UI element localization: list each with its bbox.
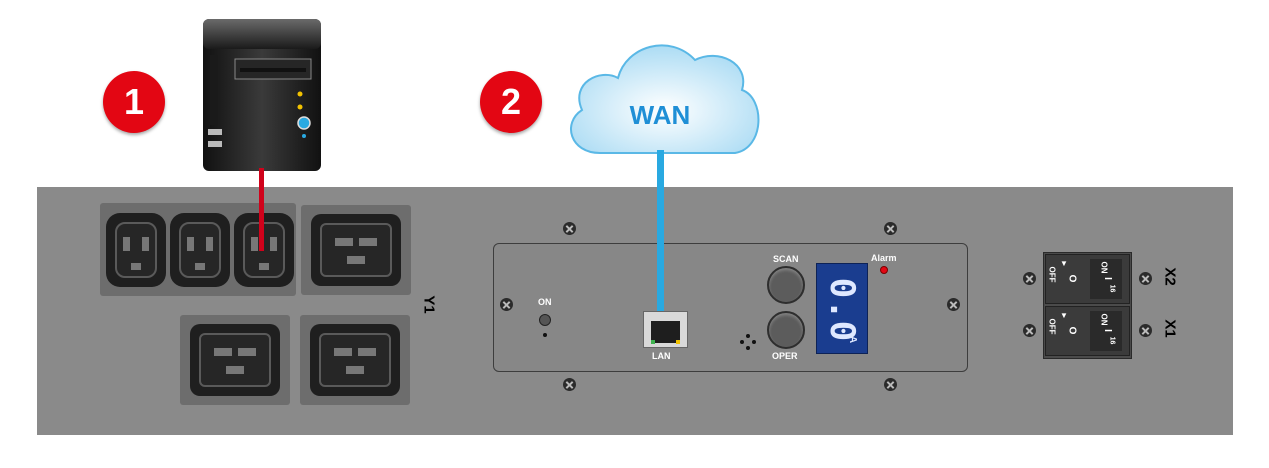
breaker-x2-on-label: ON (1099, 261, 1109, 274)
triangle-icon: ▼ (1060, 259, 1068, 268)
on-label: ON (538, 297, 552, 307)
screw-icon (1023, 272, 1036, 285)
screw-icon (1023, 324, 1036, 337)
step-marker-2: 2 (480, 71, 542, 133)
breaker-x2-off-label: OFF (1047, 266, 1057, 283)
scan-label: SCAN (773, 254, 799, 264)
c19-outlet (190, 324, 280, 396)
c13-outlet (234, 213, 294, 287)
screw-icon (947, 298, 960, 311)
c19-outlet (310, 324, 400, 396)
current-display: 0.0 A (816, 263, 868, 354)
screw-icon (500, 298, 513, 311)
server-icon (203, 19, 321, 171)
scan-button[interactable] (767, 266, 805, 304)
display-unit: A (847, 335, 859, 344)
breaker-x1-on-label: ON (1099, 313, 1109, 326)
breaker-x2-rating: 16 (1108, 284, 1116, 293)
breaker-x1[interactable]: OFF ▼ O ON I 16 (1045, 306, 1130, 356)
breaker-x1-on-symbol: I (1101, 329, 1113, 332)
breaker-x2-on-symbol: I (1101, 277, 1113, 280)
step-marker-1-label: 1 (123, 81, 145, 122)
buzzer-icon (740, 334, 756, 350)
on-led-icon (539, 314, 551, 326)
c13-outlet (170, 213, 230, 287)
outlet-group-label: Y1 (420, 295, 438, 314)
screw-icon (563, 378, 576, 391)
breaker-x2-off-symbol: O (1066, 274, 1078, 283)
alarm-led-icon (880, 266, 888, 274)
wan-label: WAN (629, 100, 691, 130)
breaker-x2-label: X2 (1161, 267, 1179, 286)
breaker-x2[interactable]: OFF ▼ O ON I 16 (1045, 254, 1130, 304)
screw-icon (1139, 324, 1152, 337)
breaker-x1-off-symbol: O (1066, 326, 1078, 335)
c13-outlet (106, 213, 166, 287)
alarm-label: Alarm (871, 253, 897, 263)
screw-icon (884, 222, 897, 235)
step-marker-1: 1 (103, 71, 165, 133)
display-value: 0.0 (822, 277, 862, 343)
screw-icon (1139, 272, 1152, 285)
breaker-x1-rating: 16 (1108, 336, 1116, 345)
oper-label: OPER (772, 351, 798, 361)
screw-icon (884, 378, 897, 391)
step-marker-2-label: 2 (500, 81, 522, 122)
screw-icon (563, 222, 576, 235)
network-module (493, 243, 968, 372)
lan-port[interactable] (643, 311, 688, 348)
breaker-x1-off-label: OFF (1047, 318, 1057, 335)
oper-button[interactable] (767, 311, 805, 349)
power-cable (259, 168, 264, 251)
c19-outlet (311, 214, 401, 286)
triangle-icon: ▼ (1060, 311, 1068, 320)
lan-label: LAN (652, 351, 671, 361)
lan-cable (657, 150, 664, 322)
breaker-x1-label: X1 (1161, 319, 1179, 338)
wan-cloud-icon (570, 44, 760, 154)
reset-hole-icon (543, 333, 547, 337)
